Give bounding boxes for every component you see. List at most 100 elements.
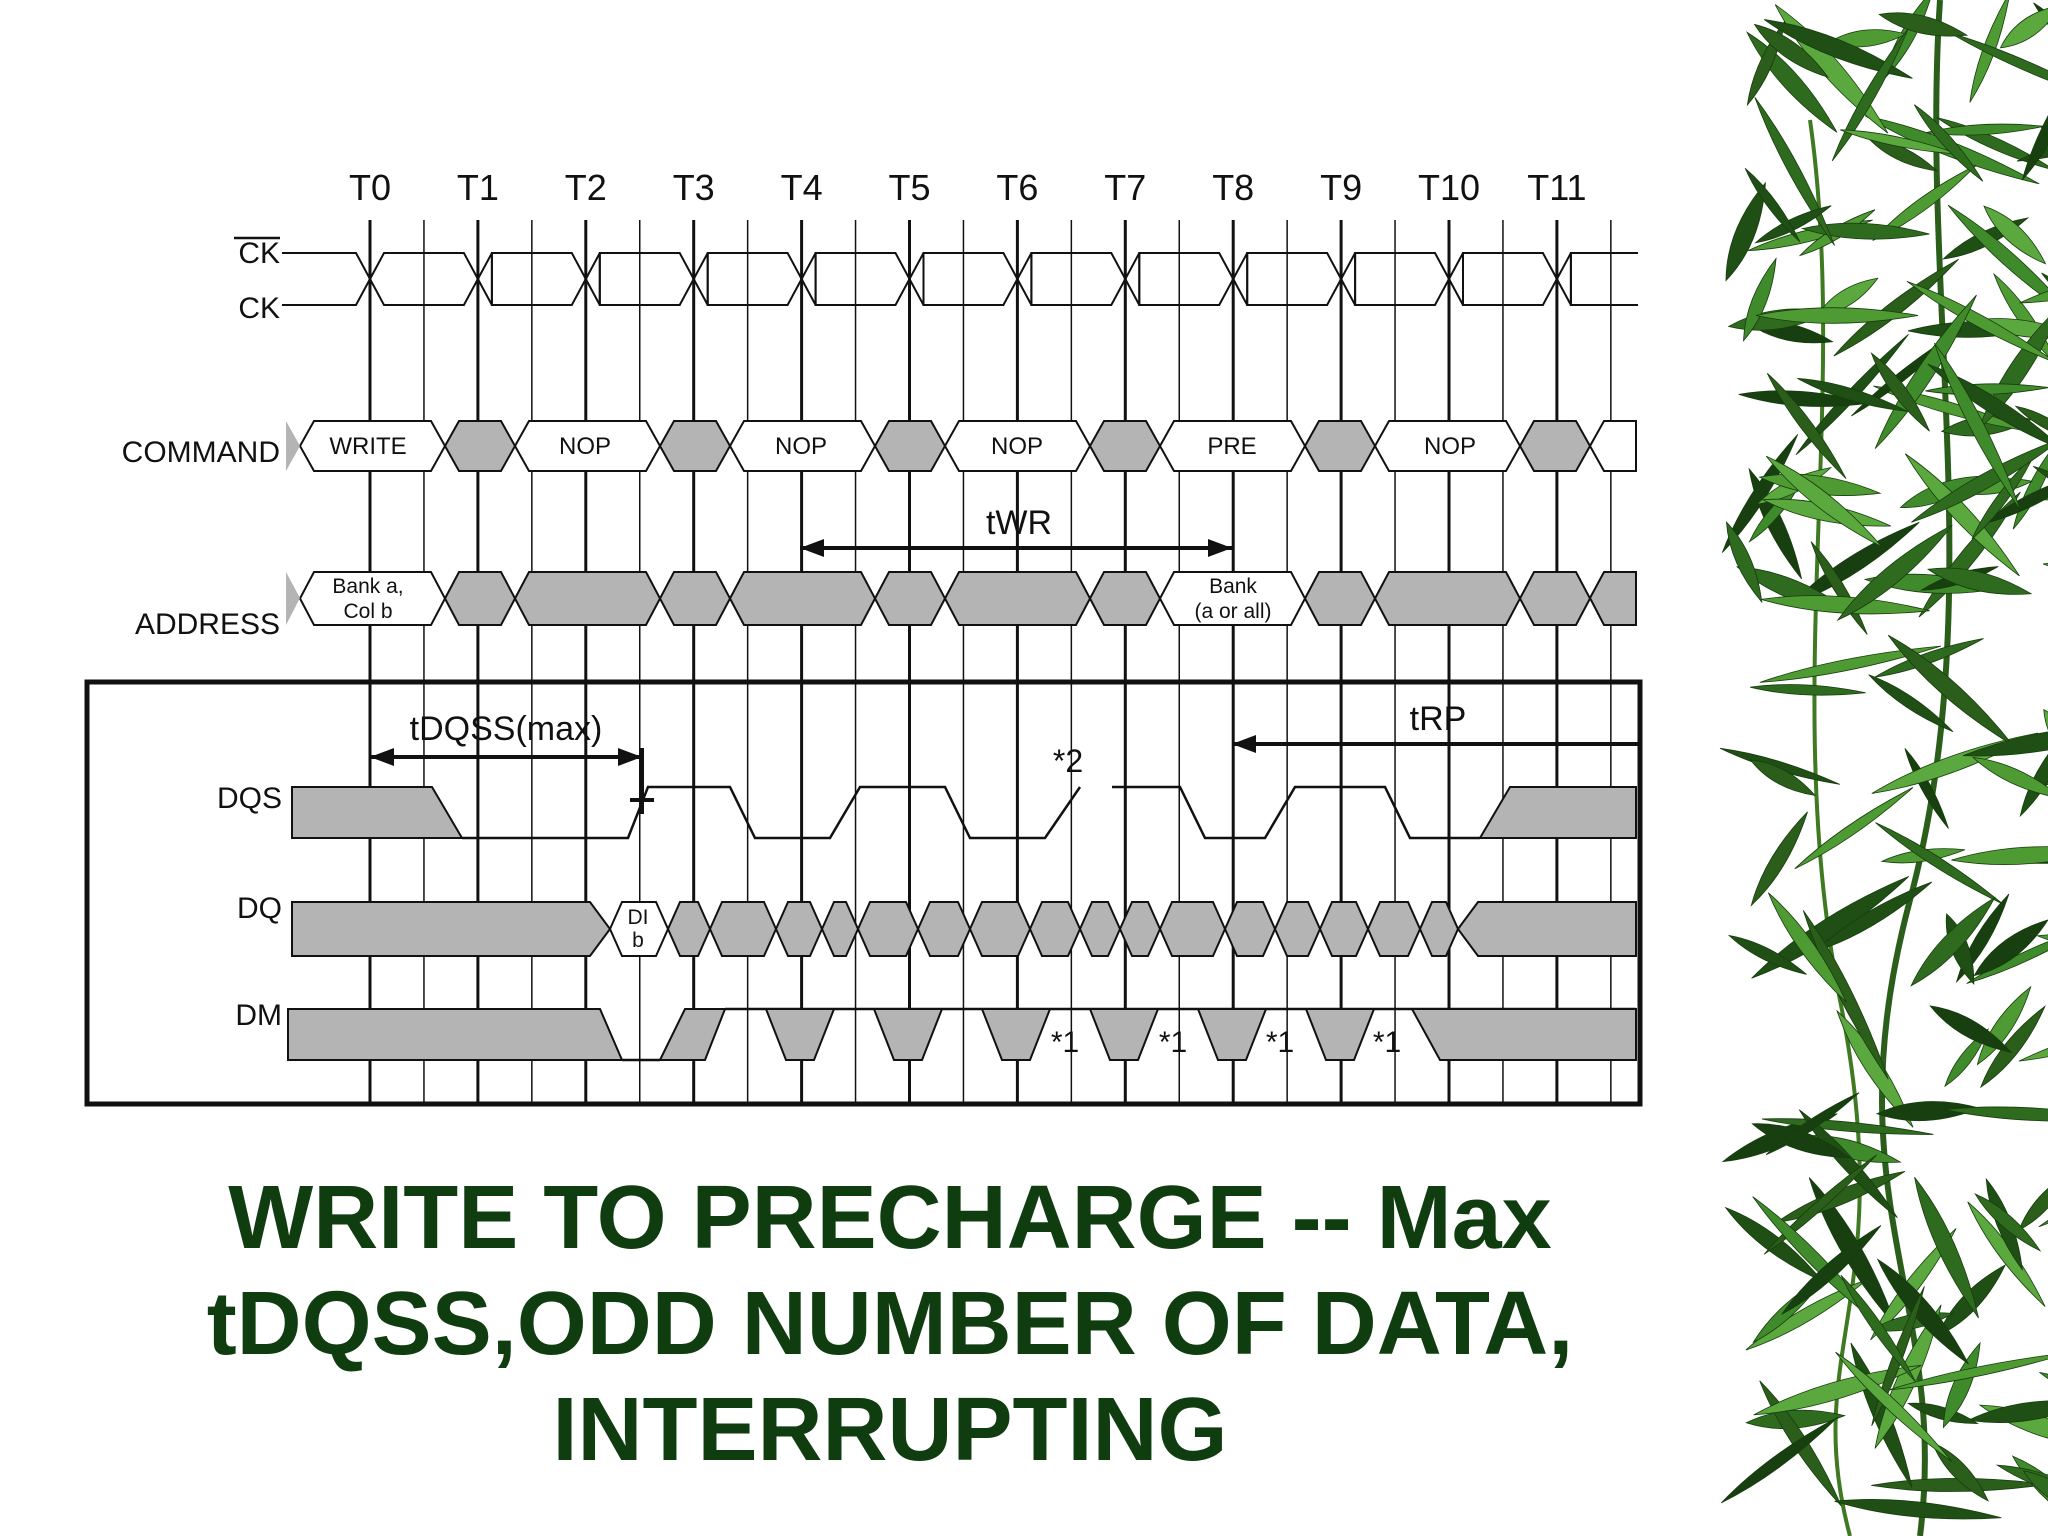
bamboo-leaf	[2021, 43, 2048, 181]
bamboo-leaf	[1725, 181, 1766, 282]
bamboo-leaf	[1750, 684, 1866, 696]
note-1-b: *1	[1159, 1026, 1187, 1059]
signal-label-address: ADDRESS	[135, 608, 280, 641]
dm-mask-pulse-4	[1196, 1008, 1268, 1061]
bamboo-leaf	[1790, 521, 1920, 605]
bamboo-leaf	[1754, 205, 1832, 244]
clock-label-t9: T9	[1320, 167, 1362, 208]
address-segment-2	[513, 571, 662, 626]
bamboo-leaf	[2018, 1170, 2048, 1231]
command-nop-gap-1	[658, 420, 732, 472]
address-write-line1: Bank a,	[332, 575, 403, 598]
command-bus	[286, 420, 1637, 472]
address-segment-1	[443, 571, 517, 626]
bamboo-leaf	[1815, 881, 1933, 952]
address-segment-10	[1373, 571, 1522, 626]
slide-title: WRITE TO PRECHARGE -- Max tDQSS,ODD NUMB…	[100, 1165, 1680, 1483]
signal-label-ck-bar: CK	[238, 237, 280, 270]
command-lead	[286, 421, 300, 471]
clock-gridlines	[368, 220, 1612, 1104]
bamboo-leaf	[1995, 1464, 2048, 1504]
bamboo-leaf	[1906, 280, 2048, 364]
bamboo-leaf	[1942, 1341, 1981, 1429]
data-signals-box	[84, 679, 1643, 1107]
bamboo-leaf	[1751, 1123, 1851, 1159]
command-nop-gap-4	[1303, 420, 1377, 472]
command-tail	[1588, 420, 1637, 472]
dq-data-0	[666, 901, 712, 957]
address-segment-4	[728, 571, 877, 626]
dq-bus	[291, 901, 1637, 957]
bamboo-leaf	[1914, 1176, 1979, 1319]
bamboo-leaf	[1944, 1106, 2048, 1122]
dq-data-6	[968, 901, 1032, 957]
dq-data-5	[916, 901, 972, 957]
command-nop-gap-3	[1088, 420, 1162, 472]
trp-label: tRP	[1410, 700, 1467, 738]
tdqss-label: tDQSS(max)	[410, 710, 603, 748]
twr-arrow	[800, 539, 1232, 557]
command-pre: PRE	[1207, 433, 1256, 460]
bamboo-leaf	[1910, 896, 1996, 987]
bamboo-leaf	[1947, 204, 2048, 321]
dq-data-15	[1418, 901, 1460, 957]
bamboo-leaf	[1926, 567, 2033, 595]
address-write-line2: Col b	[343, 600, 392, 623]
bamboo-leaf	[1754, 96, 1835, 246]
address-pre-line2: (a or all)	[1194, 600, 1271, 623]
bamboo-leaf	[1753, 1364, 1922, 1416]
bamboo-leaf	[1749, 759, 1817, 796]
note-1-c: *1	[1266, 1026, 1294, 1059]
dq-data-line1: DI	[628, 906, 649, 929]
signal-label-dm: DM	[235, 999, 282, 1032]
ck-wave	[286, 252, 1638, 306]
dm-shade-start	[287, 1008, 624, 1061]
bamboo-leaf	[1768, 892, 1847, 1003]
bamboo-leaf	[1795, 333, 1909, 456]
note-1-a: *1	[1051, 1026, 1079, 1059]
dq-data-12	[1273, 901, 1322, 957]
address-segment-3	[658, 571, 732, 626]
dm-mask-pulse-3	[1088, 1008, 1160, 1061]
title-line-2: tDQSS,ODD NUMBER OF DATA,	[206, 1274, 1574, 1374]
bamboo-leaf	[1765, 1092, 1860, 1156]
bamboo-leaf	[1870, 352, 1930, 432]
command-nop-3: NOP	[991, 433, 1043, 460]
dq-data-3	[820, 901, 860, 957]
bamboo-leaf	[2016, 129, 2048, 162]
dqs-waveform	[291, 785, 1637, 840]
address-segment-5	[873, 571, 947, 626]
address-segment-6	[943, 571, 1092, 626]
bamboo-decoration	[1719, 0, 2048, 1536]
bamboo-leaf	[1763, 19, 1913, 79]
dq-data-8	[1078, 901, 1122, 957]
dq-data-line2: b	[632, 929, 644, 952]
signal-label-dqs: DQS	[217, 782, 282, 815]
clock-label-t0: T0	[349, 167, 391, 208]
bamboo-leaves	[1719, 0, 2048, 1536]
title-line-3: INTERRUPTING	[552, 1380, 1228, 1480]
bamboo-leaf	[1949, 32, 2048, 104]
dqs-preamble-shade	[291, 786, 464, 839]
dq-data-11	[1223, 901, 1277, 957]
dq-data-10	[1158, 901, 1227, 957]
dq-shade-end	[1456, 901, 1637, 957]
bamboo-leaf	[1760, 595, 1930, 615]
dq-data-14	[1366, 901, 1422, 957]
dm-waveform	[287, 1007, 1637, 1062]
bamboo-leaf	[1797, 377, 1908, 412]
trp-arrow	[1232, 735, 1638, 753]
bamboo-leaf	[1833, 258, 1959, 357]
clock-label-t11: T11	[1527, 167, 1586, 208]
bamboo-leaf	[1800, 222, 1930, 240]
dm-mask-pulse-2	[980, 1008, 1052, 1061]
bamboo-leaf	[1911, 437, 2048, 523]
dq-data-7	[1028, 901, 1082, 957]
dqs-postamble-shade	[1478, 786, 1637, 839]
dm-mask-pulse-1	[872, 1008, 944, 1061]
bamboo-leaf	[1999, 4, 2048, 49]
bamboo-leaf	[1904, 453, 2020, 577]
dq-data-1	[708, 901, 778, 957]
address-bus	[286, 571, 1637, 626]
